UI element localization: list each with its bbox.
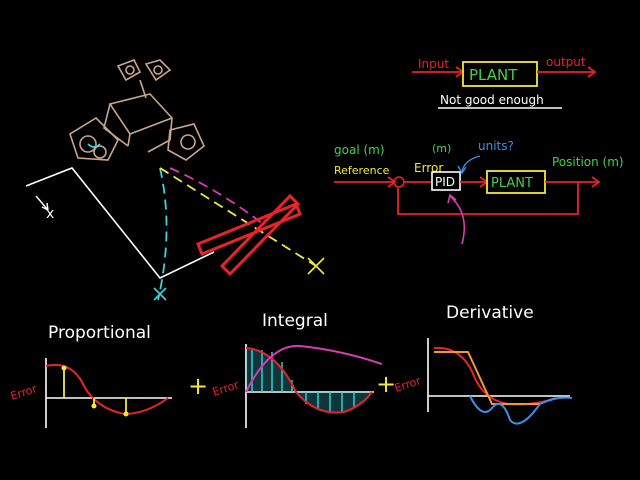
output-label: output <box>546 55 586 69</box>
derivative-slope-line <box>434 351 540 405</box>
derivative-error-axis: Error <box>393 374 423 395</box>
error-label: Error <box>414 161 443 175</box>
pid-box <box>431 171 461 191</box>
integral-title: Integral <box>262 311 328 331</box>
derivative-rate-curve <box>469 395 573 425</box>
feedback-path <box>397 182 579 215</box>
derivative-title: Derivative <box>446 303 534 323</box>
integral-panel: Integral Error <box>211 311 383 428</box>
big-red-x <box>196 193 302 277</box>
proportional-panel: Proportional Error <box>9 323 172 428</box>
robot-icon <box>69 58 205 161</box>
units-arrow <box>457 155 481 175</box>
cyan-trajectory <box>157 167 168 301</box>
robot-scene: x <box>25 58 325 301</box>
position-label: Position (m) <box>552 155 624 169</box>
derivative-panel: Derivative Error <box>393 303 573 425</box>
integral-error-axis: Error <box>211 378 241 399</box>
pid-label: PID <box>435 175 455 189</box>
magenta-trajectory <box>169 167 269 229</box>
cyan-x-mark <box>153 287 167 301</box>
plant-box <box>462 61 538 87</box>
yellow-trajectory <box>159 167 317 267</box>
proportional-error-axis: Error <box>9 382 39 403</box>
units-question: units? <box>478 139 514 153</box>
open-loop-diagram: Input PLANT output Not good enough <box>412 55 597 109</box>
plant-label: PLANT <box>469 66 518 84</box>
pid-loop-diagram: goal (m) Reference (m) Error PID units? … <box>334 139 624 245</box>
target-arrow <box>35 195 49 211</box>
integral-error-curve <box>245 347 373 414</box>
reference-label: Reference <box>334 164 390 177</box>
plus-sign-2: + <box>376 370 396 398</box>
wall-line <box>25 167 215 279</box>
integral-sum-curve <box>245 344 383 393</box>
plus-sign-1: + <box>188 372 208 400</box>
proportional-error-curve <box>45 364 169 416</box>
goal-label: goal (m) <box>334 143 385 157</box>
target-mark: x <box>46 206 54 222</box>
proportional-title: Proportional <box>48 323 151 343</box>
not-good-caption: Not good enough <box>440 93 544 107</box>
magenta-pointer <box>447 193 466 245</box>
error-unit-label: (m) <box>432 142 451 155</box>
input-label: Input <box>418 57 449 71</box>
pid-plant-label: PLANT <box>491 176 533 191</box>
yellow-x-mark <box>307 257 325 275</box>
